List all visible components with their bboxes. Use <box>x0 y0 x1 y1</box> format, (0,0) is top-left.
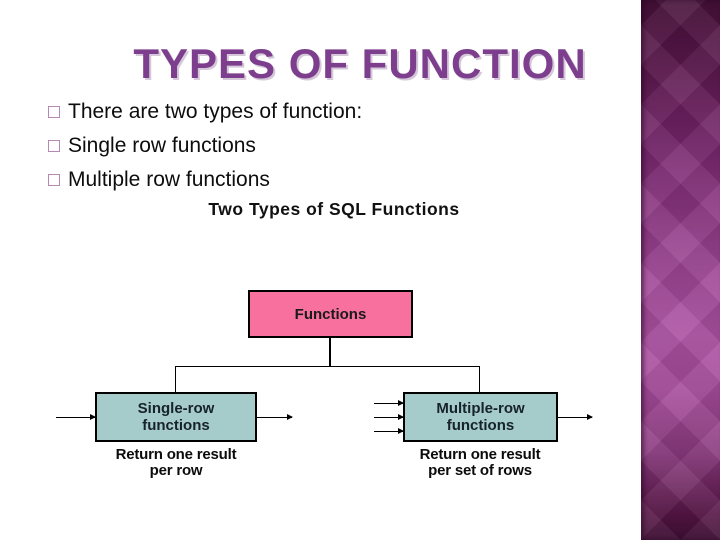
connector-left-drop <box>175 366 176 392</box>
arrow-into-multiple-row-icon <box>374 414 404 420</box>
bullet-label: Multiple row functions <box>68 168 270 191</box>
multiple-row-box: Multiple-row functions <box>403 392 558 442</box>
arrow-out-of-multiple-row-icon <box>558 414 593 420</box>
arrow-into-single-row-icon <box>56 414 96 420</box>
diagram-title: Two Types of SQL Functions <box>208 199 460 219</box>
square-bullet-icon <box>48 106 60 118</box>
bullet-item: Single row functions <box>48 134 608 158</box>
connector-stem <box>329 338 331 367</box>
page-title: TYPES OF FUNCTION <box>133 40 587 87</box>
single-row-caption: Return one result per row <box>115 446 237 479</box>
connector-horizontal <box>175 366 480 367</box>
bullet-item: Multiple row functions <box>48 168 608 192</box>
bullet-item: There are two types of function: <box>48 100 608 124</box>
single-row-box-label: Single-row functions <box>137 400 215 434</box>
multiple-row-box-label: Multiple-row functions <box>436 400 525 434</box>
arrow-out-of-single-row-icon <box>257 414 293 420</box>
multiple-row-caption: Return one result per set of rows <box>419 446 541 479</box>
bullet-label: There are two types of function: <box>68 100 363 123</box>
functions-box-label: Functions <box>294 305 367 323</box>
arrow-into-multiple-row-icon <box>374 400 404 406</box>
square-bullet-icon <box>48 174 60 186</box>
single-row-box: Single-row functions <box>95 392 257 442</box>
functions-box: Functions <box>248 290 413 338</box>
bullet-label: Single row functions <box>68 134 256 157</box>
square-bullet-icon <box>48 140 60 152</box>
bullet-list: There are two types of function: Single … <box>48 100 608 202</box>
arrow-into-multiple-row-icon <box>374 428 404 434</box>
connector-right-drop <box>479 366 480 392</box>
decorative-sidebar <box>641 0 720 540</box>
